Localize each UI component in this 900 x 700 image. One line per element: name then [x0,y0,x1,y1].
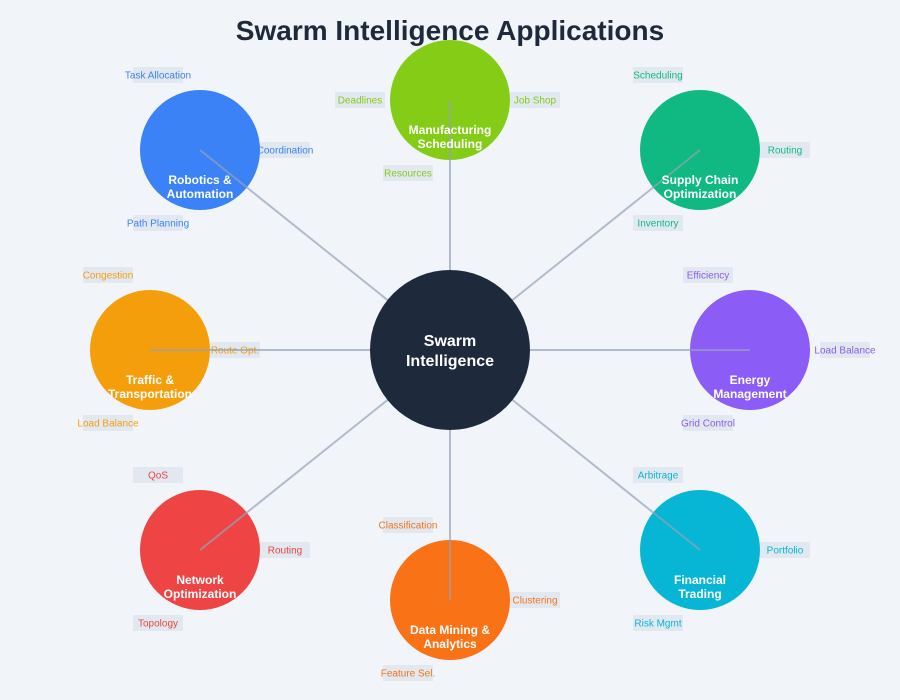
tag-box [260,542,310,558]
tag-label: Resources [384,169,432,180]
tag-box [133,467,183,483]
tag-manufacturing: Deadlines [335,92,385,108]
tag-label: Task Allocation [125,71,191,82]
tag-box [83,415,133,431]
tag-manufacturing: Resources [383,165,433,181]
tag-box [820,342,870,358]
tag-robotics: Path Planning [127,215,189,231]
tag-box [633,67,683,83]
tag-box [335,92,385,108]
tag-robotics: Task Allocation [125,67,191,83]
tag-robotics: Coordination [257,142,314,158]
tag-label: Routing [268,546,302,557]
tag-box [683,415,733,431]
center-label: Intelligence [406,353,494,370]
center-node[interactable] [370,270,530,430]
node-label: Traffic & [126,373,174,387]
node-label: Robotics & [168,173,232,187]
node-label: Data Mining & [410,623,490,637]
node-label: Manufacturing [409,123,492,137]
tag-box [760,142,810,158]
tag-label: Load Balance [814,346,876,357]
tag-box [383,665,433,681]
tag-data-mining: Classification [379,517,438,533]
center-label: Swarm [424,333,476,350]
tag-label: Efficiency [687,271,730,282]
tag-energy: Efficiency [683,267,733,283]
node-label: Transportation [108,387,192,401]
tag-supply-chain: Routing [760,142,810,158]
tag-label: Deadlines [338,96,382,107]
tag-financial: Arbitrage [633,467,683,483]
node-label: Energy [730,373,771,387]
tag-box [133,215,183,231]
tag-label: Inventory [637,219,678,230]
tag-label: Path Planning [127,219,189,230]
tag-network: Routing [260,542,310,558]
tag-label: Congestion [83,271,134,282]
tag-box [633,615,683,631]
tag-box [383,165,433,181]
tag-label: Clustering [512,596,557,607]
tag-box [133,67,183,83]
tag-label: Load Balance [77,419,139,430]
tag-label: Job Shop [514,96,557,107]
tag-label: Coordination [257,146,314,157]
node-label: Analytics [423,637,477,651]
tag-manufacturing: Job Shop [510,92,560,108]
node-label: Trading [678,587,721,601]
node-label: Network [176,573,224,587]
tag-box [760,542,810,558]
tag-financial: Risk Mgmt [633,615,683,631]
node-label: Optimization [664,187,737,201]
tag-box [633,215,683,231]
tag-label: Arbitrage [638,471,679,482]
tag-data-mining: Feature Sel. [381,665,435,681]
tag-box [510,592,560,608]
tag-financial: Portfolio [760,542,810,558]
tag-traffic: Congestion [83,267,134,283]
tag-box [83,267,133,283]
node-label: Management [713,387,786,401]
tag-supply-chain: Scheduling [633,67,683,83]
tag-traffic: Load Balance [77,415,139,431]
node-label: Optimization [164,587,237,601]
tag-box [633,467,683,483]
tag-network: QoS [133,467,183,483]
tag-box [260,142,310,158]
tag-box [133,615,183,631]
tag-data-mining: Clustering [510,592,560,608]
node-label: Scheduling [418,137,483,151]
tag-label: Grid Control [681,419,735,430]
node-label: Financial [674,573,726,587]
tag-label: Feature Sel. [381,669,435,680]
tag-box [510,92,560,108]
tag-box [383,517,433,533]
node-label: Automation [167,187,234,201]
tag-label: Classification [379,521,438,532]
tag-network: Topology [133,615,183,631]
tag-label: QoS [148,471,168,482]
tag-supply-chain: Inventory [633,215,683,231]
tag-label: Risk Mgmt [634,619,681,630]
tag-label: Portfolio [767,546,804,557]
tag-box [683,267,733,283]
tag-energy: Grid Control [681,415,735,431]
tag-energy: Load Balance [814,342,876,358]
tag-label: Routing [768,146,802,157]
tag-label: Scheduling [633,71,682,82]
tag-label: Topology [138,619,178,630]
node-label: Supply Chain [662,173,739,187]
